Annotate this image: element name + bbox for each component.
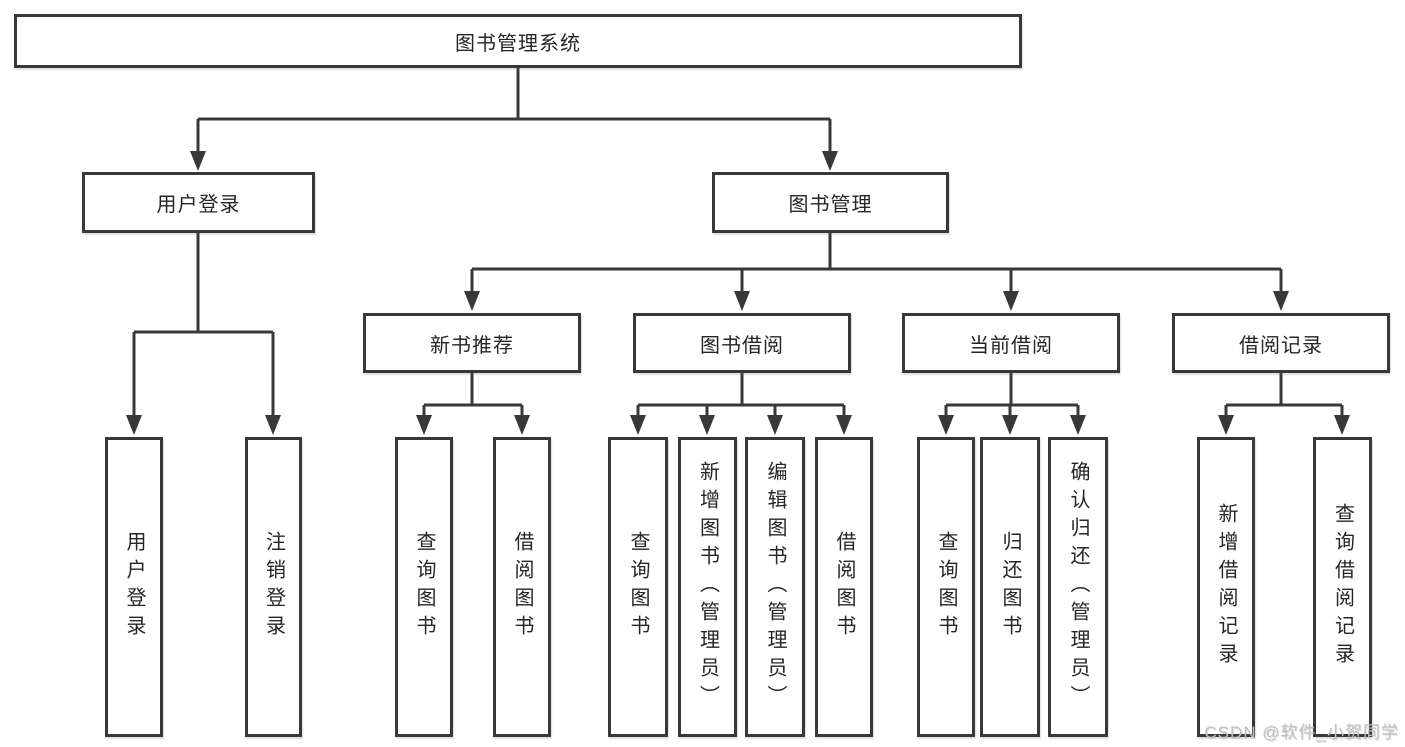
- node-book-borrow: 图书借阅: [633, 313, 851, 373]
- leaf-query-book-recommend: 查询图书: [395, 437, 453, 737]
- leaf-add-borrow-record: 新增借阅记录: [1197, 437, 1255, 737]
- leaf-borrow-book: 借阅图书: [815, 437, 873, 737]
- node-user-login: 用户登录: [82, 172, 315, 233]
- node-root: 图书管理系统: [14, 14, 1022, 68]
- leaf-query-book-current: 查询图书: [917, 437, 975, 737]
- node-book-management: 图书管理: [712, 172, 949, 233]
- leaf-borrow-book-recommend: 借阅图书: [493, 437, 551, 737]
- leaf-query-borrow-record: 查询借阅记录: [1313, 437, 1372, 737]
- leaf-add-book-admin: 新增图书（管理员）: [678, 437, 737, 737]
- leaf-return-book: 归还图书: [980, 437, 1040, 737]
- node-borrow-record: 借阅记录: [1172, 313, 1390, 373]
- node-new-book-recommend: 新书推荐: [363, 313, 581, 373]
- leaf-logout-login: 注销登录: [245, 437, 302, 737]
- watermark: CSDN @软件_小贺同学: [1204, 723, 1399, 742]
- node-current-borrow: 当前借阅: [902, 313, 1120, 373]
- leaf-query-book-borrow: 查询图书: [608, 437, 668, 737]
- leaf-confirm-return-admin: 确认归还（管理员）: [1048, 437, 1108, 737]
- leaf-edit-book-admin: 编辑图书（管理员）: [745, 437, 805, 737]
- leaf-user-login: 用户登录: [105, 437, 163, 737]
